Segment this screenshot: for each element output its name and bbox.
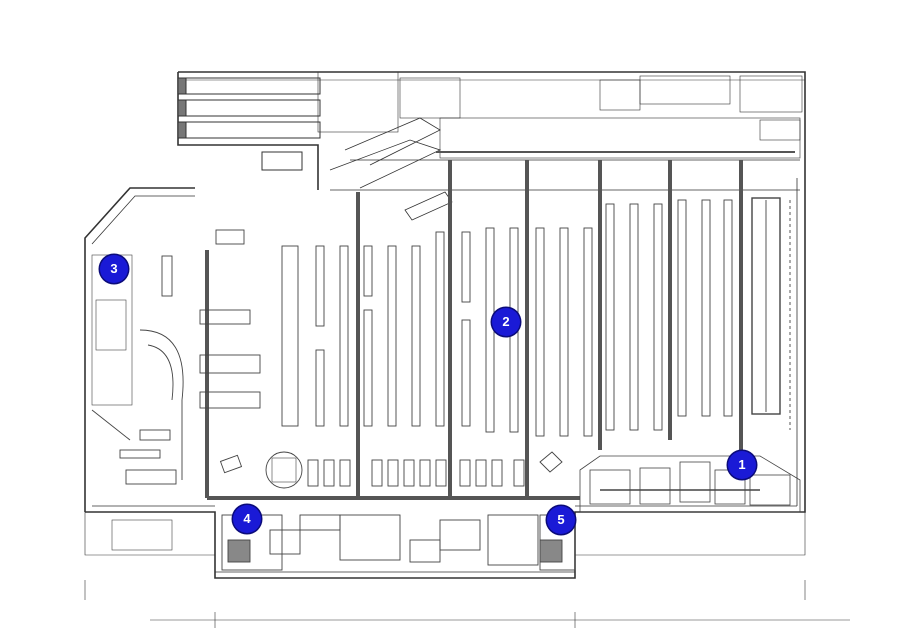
top-left-equipment xyxy=(177,71,803,221)
main-ducts xyxy=(205,151,795,500)
lower-rooms xyxy=(221,514,576,571)
checkout-and-front xyxy=(199,229,563,489)
marker-3[interactable]: 3 xyxy=(100,255,128,283)
marker-4[interactable]: 4 xyxy=(233,505,261,533)
marker-2[interactable]: 2 xyxy=(492,308,520,336)
dimension-ticks xyxy=(84,580,850,628)
marker-1[interactable]: 1 xyxy=(728,451,756,479)
sales-floor-aisles xyxy=(281,197,791,437)
marker-5[interactable]: 5 xyxy=(547,506,575,534)
mechanical-room xyxy=(579,455,801,513)
